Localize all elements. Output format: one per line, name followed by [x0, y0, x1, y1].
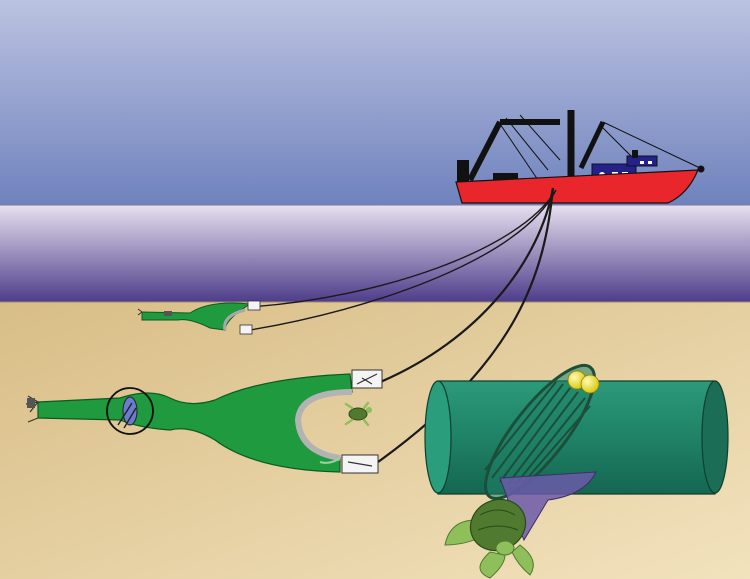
turtle-small — [344, 401, 372, 427]
window-4 — [648, 161, 652, 164]
trawl-net-near — [25, 369, 383, 474]
turtle-head — [495, 540, 515, 556]
turtle-large — [444, 498, 534, 579]
bow-light — [697, 165, 705, 173]
ted-cylinder-rear — [701, 380, 729, 494]
rigging — [467, 110, 701, 182]
ted-grid — [484, 363, 596, 501]
trawl-net-far — [137, 300, 261, 335]
hull — [455, 169, 699, 204]
water-column — [0, 205, 750, 302]
float-right — [580, 374, 600, 394]
otter-door-far-top — [247, 300, 261, 311]
mast-stub — [632, 150, 638, 158]
ted-grid-small — [122, 396, 138, 426]
window-1 — [612, 172, 618, 175]
turtle-flipper-rear — [479, 551, 506, 579]
net-headrope-shade — [294, 389, 353, 461]
window-3 — [640, 161, 644, 164]
otter-door-far-bottom — [239, 324, 253, 335]
shrimp-trawler — [455, 110, 705, 204]
ted-cylinder-front — [424, 380, 452, 494]
winch-block — [457, 160, 469, 182]
ted-highlight-circle — [106, 387, 154, 435]
